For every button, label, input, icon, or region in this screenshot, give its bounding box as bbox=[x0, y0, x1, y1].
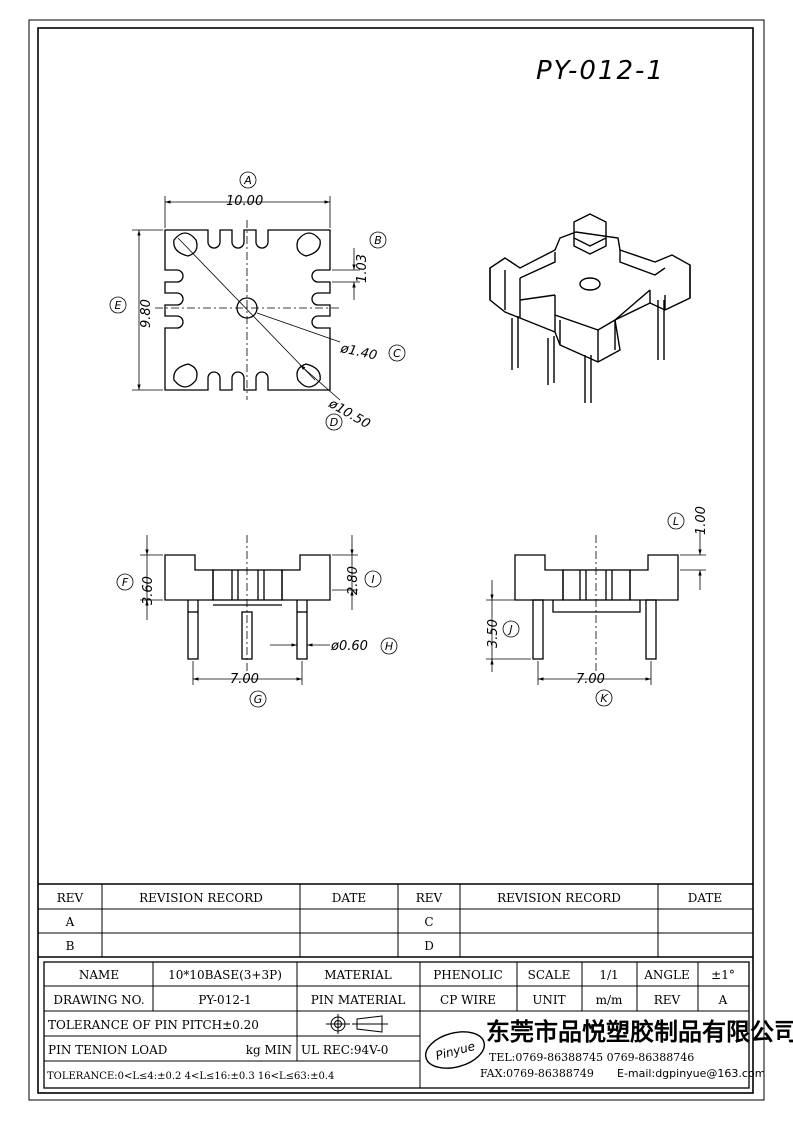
company-logo: Pinyue bbox=[424, 1031, 486, 1069]
svg-text:REV: REV bbox=[654, 993, 681, 1007]
svg-text:C: C bbox=[424, 915, 433, 929]
svg-text:NAME: NAME bbox=[79, 968, 119, 982]
svg-text:3.60: 3.60 bbox=[141, 576, 156, 605]
isometric-view bbox=[489, 213, 691, 403]
svg-text:ø1.40: ø1.40 bbox=[338, 341, 378, 364]
front-view-dim-text: 3.60 2.80 ø0.60 7.00 bbox=[141, 566, 368, 687]
svg-text:±1°: ±1° bbox=[711, 968, 735, 982]
svg-text:TOLERANCE:0<L≤4:±0.2 4<L≤16:±: TOLERANCE:0<L≤4:±0.2 4<L≤16:±0.3 16<L≤63… bbox=[47, 1071, 334, 1082]
svg-text:kg MIN: kg MIN bbox=[246, 1043, 292, 1057]
title-block-text-left: TOLERANCE OF PIN PITCH±0.20 PIN TENION L… bbox=[47, 1018, 388, 1082]
outer-frame bbox=[28, 19, 765, 1101]
svg-text:Pinyue: Pinyue bbox=[434, 1039, 477, 1063]
svg-text:DRAWING NO.: DRAWING NO. bbox=[53, 993, 144, 1007]
front-view-callout-letters: F I H G bbox=[122, 573, 393, 706]
svg-text:ø0.60: ø0.60 bbox=[330, 639, 368, 654]
projection-symbol-icon bbox=[326, 1014, 388, 1034]
svg-text:REV: REV bbox=[57, 891, 84, 905]
front-view bbox=[164, 554, 331, 660]
svg-text:2.80: 2.80 bbox=[346, 566, 361, 595]
front-view-dimensions bbox=[140, 535, 358, 685]
svg-text:PHENOLIC: PHENOLIC bbox=[433, 968, 503, 982]
svg-text:A: A bbox=[65, 915, 75, 929]
top-view-dimensions bbox=[132, 196, 360, 401]
svg-text:9.80: 9.80 bbox=[139, 299, 154, 328]
svg-text:PIN TENION LOAD: PIN TENION LOAD bbox=[48, 1043, 167, 1057]
svg-text:A: A bbox=[718, 993, 728, 1007]
svg-text:PY-012-1: PY-012-1 bbox=[198, 993, 251, 1007]
svg-text:m/m: m/m bbox=[596, 993, 623, 1007]
company-email: E-mail:dgpinyue@163.com bbox=[617, 1067, 765, 1080]
svg-text:K: K bbox=[600, 692, 608, 705]
svg-text:J: J bbox=[507, 623, 512, 636]
svg-text:10.00: 10.00 bbox=[226, 194, 263, 209]
svg-text:ANGLE: ANGLE bbox=[643, 968, 689, 982]
svg-text:REVISION RECORD: REVISION RECORD bbox=[139, 891, 263, 905]
revision-table bbox=[38, 883, 753, 958]
top-view bbox=[164, 229, 331, 391]
side-view-dim-text: 1.00 3.50 7.00 bbox=[486, 506, 709, 687]
svg-text:REVISION RECORD: REVISION RECORD bbox=[497, 891, 621, 905]
svg-text:D: D bbox=[330, 416, 338, 429]
svg-text:1.00: 1.00 bbox=[694, 506, 709, 535]
side-view-callout-letters: L J K bbox=[507, 515, 679, 705]
svg-text:UNIT: UNIT bbox=[532, 993, 565, 1007]
svg-text:SCALE: SCALE bbox=[528, 968, 571, 982]
svg-text:REV: REV bbox=[416, 891, 443, 905]
svg-text:1/1: 1/1 bbox=[599, 968, 618, 982]
svg-text:7.00: 7.00 bbox=[230, 672, 259, 687]
svg-text:CP WIRE: CP WIRE bbox=[440, 993, 496, 1007]
svg-text:G: G bbox=[254, 693, 263, 706]
svg-text:C: C bbox=[393, 347, 401, 360]
side-view-dimensions bbox=[486, 530, 706, 685]
svg-text:UL REC:94V-0: UL REC:94V-0 bbox=[301, 1043, 388, 1057]
svg-text:L: L bbox=[673, 515, 679, 528]
inner-frame bbox=[37, 27, 754, 1094]
svg-text:F: F bbox=[122, 576, 129, 589]
title-block bbox=[43, 961, 750, 1089]
top-view-centerlines bbox=[155, 220, 340, 400]
company-tel: TEL:0769-86388745 0769-86388746 bbox=[489, 1051, 694, 1064]
svg-text:3.50: 3.50 bbox=[486, 619, 501, 648]
top-view-callouts bbox=[109, 171, 406, 431]
svg-text:E: E bbox=[115, 299, 122, 312]
svg-text:H: H bbox=[385, 640, 393, 653]
svg-text:PIN MATERIAL: PIN MATERIAL bbox=[311, 993, 406, 1007]
title-block-text: NAME 10*10BASE(3+3P) MATERIAL PHENOLIC S… bbox=[53, 968, 734, 1007]
company-name: 东莞市品悦塑胶制品有限公司 bbox=[486, 1017, 793, 1046]
svg-text:DATE: DATE bbox=[332, 891, 366, 905]
svg-text:7.00: 7.00 bbox=[576, 672, 605, 687]
svg-text:B: B bbox=[374, 234, 382, 247]
revision-table-text: REV REVISION RECORD DATE REV REVISION RE… bbox=[57, 891, 722, 953]
svg-text:I: I bbox=[371, 573, 374, 586]
front-view-callouts bbox=[116, 570, 398, 708]
svg-text:10*10BASE(3+3P): 10*10BASE(3+3P) bbox=[168, 968, 282, 982]
svg-text:A: A bbox=[243, 174, 252, 187]
side-view bbox=[514, 554, 679, 660]
svg-text:DATE: DATE bbox=[688, 891, 722, 905]
svg-text:D: D bbox=[424, 939, 434, 953]
svg-text:1.03: 1.03 bbox=[355, 254, 370, 283]
svg-text:B: B bbox=[66, 939, 75, 953]
svg-text:TOLERANCE OF PIN PITCH±0.20: TOLERANCE OF PIN PITCH±0.20 bbox=[48, 1018, 259, 1032]
company-fax: FAX:0769-86388749 bbox=[480, 1067, 594, 1080]
side-view-callouts bbox=[502, 512, 685, 707]
part-number-title: PY-012-1 bbox=[536, 56, 665, 86]
top-view-callout-letters: A B E C D bbox=[115, 174, 402, 429]
svg-text:MATERIAL: MATERIAL bbox=[324, 968, 392, 982]
